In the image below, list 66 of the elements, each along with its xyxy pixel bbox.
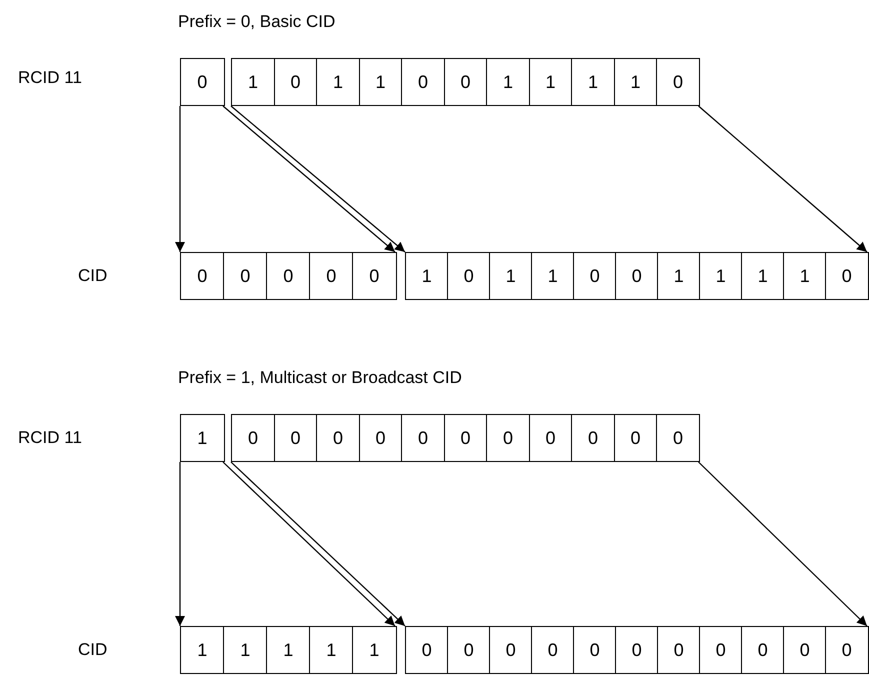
bit-cell: 0 [266,252,310,300]
bit-cell: 1 [358,58,402,106]
bit-cell: 1 [316,58,360,106]
bit-cell: 0 [573,252,616,300]
bit-cell: 0 [825,626,868,674]
bit-cell: 0 [614,414,658,462]
bit-cell: 1 [309,626,354,674]
bit-cell: 1 [741,252,784,300]
bit-cell: 0 [444,58,488,106]
row-label: CID [78,266,108,286]
bit-cell: 1 [699,252,742,300]
bit-cell: 0 [274,414,318,462]
bit-cell: 1 [405,252,448,300]
field-heading: Prefix = 0, Basic CID [178,12,336,32]
bit-cell: 0 [352,252,396,300]
bit-cell: 0 [316,414,360,462]
arrow [175,106,185,252]
bit-cell: 0 [615,626,658,674]
bit-cell: 0 [657,626,700,674]
row-label: RCID 11 [18,428,82,448]
bit-cell: 1 [180,414,224,462]
bit-cell: 1 [657,252,700,300]
bit-cell: 0 [699,626,742,674]
bit-cell: 0 [656,58,700,106]
bit-cell: 0 [531,626,574,674]
bit-cell: 1 [531,252,574,300]
bit-cell: 0 [358,414,402,462]
bit-cell: 0 [486,414,530,462]
bit-cell: 1 [528,58,572,106]
bit-cell: 1 [180,626,224,674]
row-label: RCID 11 [18,68,82,88]
bit-cell: 1 [352,626,396,674]
bit-cell: 0 [571,414,615,462]
bit-cell: 0 [180,58,224,106]
bit-cell: 0 [447,252,490,300]
bit-cell: 0 [573,626,616,674]
bit-cell: 0 [180,252,224,300]
bit-cell: 1 [223,626,268,674]
bit-cell: 0 [444,414,488,462]
bit-cell: 0 [401,414,445,462]
arrow [698,106,868,252]
field-heading: Prefix = 1, Multicast or Broadcast CID [178,368,462,388]
bit-cell: 1 [783,252,826,300]
bit-cell: 0 [489,626,532,674]
bit-cell: 0 [741,626,784,674]
bit-cell: 0 [309,252,354,300]
bit-cell: 0 [405,626,448,674]
bit-cell: 0 [231,414,275,462]
bit-cell: 0 [783,626,826,674]
bit-cell: 0 [528,414,572,462]
bit-cell: 0 [223,252,268,300]
bit-cell: 1 [266,626,310,674]
bit-cell: 1 [614,58,658,106]
arrow [698,462,868,626]
bit-cell: 0 [274,58,318,106]
bit-cell: 1 [571,58,615,106]
bit-cell: 0 [825,252,868,300]
bit-cell: 1 [489,252,532,300]
bit-cell: 0 [447,626,490,674]
arrow [175,462,185,626]
bit-cell: 0 [401,58,445,106]
bit-cell: 0 [615,252,658,300]
row-label: CID [78,640,108,660]
bit-cell: 1 [231,58,275,106]
bit-cell: 1 [486,58,530,106]
bit-cell: 0 [656,414,700,462]
